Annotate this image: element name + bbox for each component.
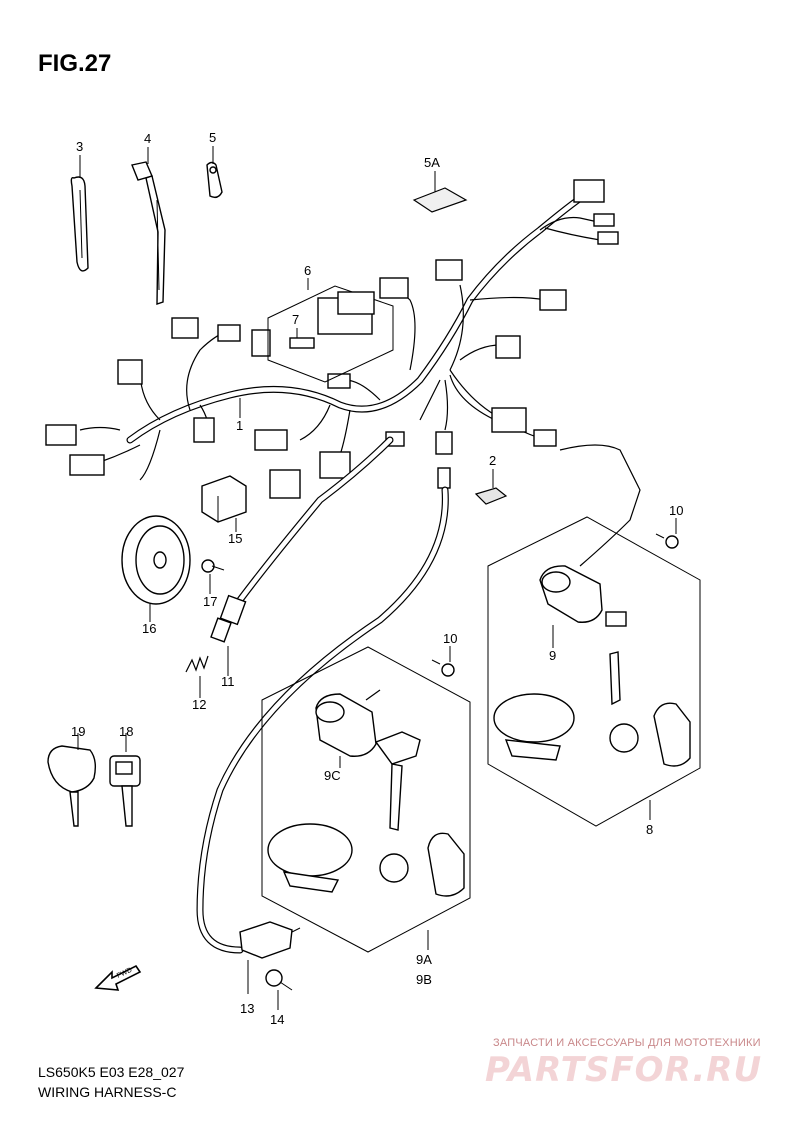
callout-16: 16 [142, 621, 156, 636]
part-cable-tie[interactable] [131, 161, 166, 305]
callout-1: 1 [236, 418, 243, 433]
callout-19: 19 [71, 724, 85, 739]
part-horn[interactable] [121, 515, 191, 605]
callout-8: 8 [646, 822, 653, 837]
part-relay[interactable] [201, 475, 247, 523]
part-key-blank[interactable] [47, 745, 97, 827]
part-lock-screw-middle[interactable] [431, 659, 455, 677]
part-fuse[interactable] [289, 337, 315, 349]
part-connector[interactable] [474, 487, 508, 505]
watermark-logo: PARTSFOR.RU [485, 1050, 763, 1090]
part-relay-box[interactable] [267, 285, 394, 383]
callout-12: 12 [192, 697, 206, 712]
callout-5a: 5A [424, 155, 440, 170]
part-key[interactable] [109, 755, 141, 827]
part-side-stand-switch[interactable] [239, 921, 301, 959]
part-screw[interactable] [265, 969, 293, 991]
part-band-strap[interactable] [70, 176, 89, 272]
part-lock-screw-right[interactable] [655, 533, 679, 549]
part-horn-bolt[interactable] [201, 559, 225, 573]
callout-3: 3 [76, 139, 83, 154]
callout-2: 2 [489, 453, 496, 468]
callout-7: 7 [292, 312, 299, 327]
part-label-sticker[interactable] [412, 187, 468, 213]
watermark-tagline: ЗАПЧАСТИ И АКСЕССУАРЫ ДЛЯ МОТОТЕХНИКИ [493, 1037, 761, 1049]
callout-15: 15 [228, 531, 242, 546]
direction-marker: FWD [94, 964, 142, 991]
callout-labels: 1 2 3 4 5 5A 6 7 8 9 9A 9B 9C 10 10 11 1… [71, 130, 683, 1027]
harness-connectors [45, 179, 619, 499]
part-side-stand-switch-cable [196, 486, 449, 954]
callout-10-right: 10 [669, 503, 683, 518]
callout-18: 18 [119, 724, 133, 739]
part-rear-brake-switch[interactable] [210, 436, 394, 643]
callout-17: 17 [203, 594, 217, 609]
callout-10-middle: 10 [443, 631, 457, 646]
part-spring[interactable] [185, 655, 209, 673]
callout-5: 5 [209, 130, 216, 145]
callout-6: 6 [304, 263, 311, 278]
part-lock-set-9a[interactable] [261, 646, 471, 953]
diagram-code: LS650K5 E03 E28_027 [38, 1064, 185, 1080]
callout-13: 13 [240, 1001, 254, 1016]
diagram-caption: WIRING HARNESS-C [38, 1084, 177, 1100]
callout-9a: 9A [416, 952, 432, 967]
part-lock-set-8[interactable] [487, 444, 701, 827]
callout-9: 9 [549, 648, 556, 663]
figure-title: FIG.27 [38, 50, 112, 77]
callout-9c: 9C [324, 768, 341, 783]
callout-4: 4 [144, 131, 151, 146]
callout-14: 14 [270, 1012, 284, 1027]
part-clamp[interactable] [206, 161, 223, 199]
callout-9b: 9B [416, 972, 432, 987]
callout-11: 11 [221, 674, 235, 689]
